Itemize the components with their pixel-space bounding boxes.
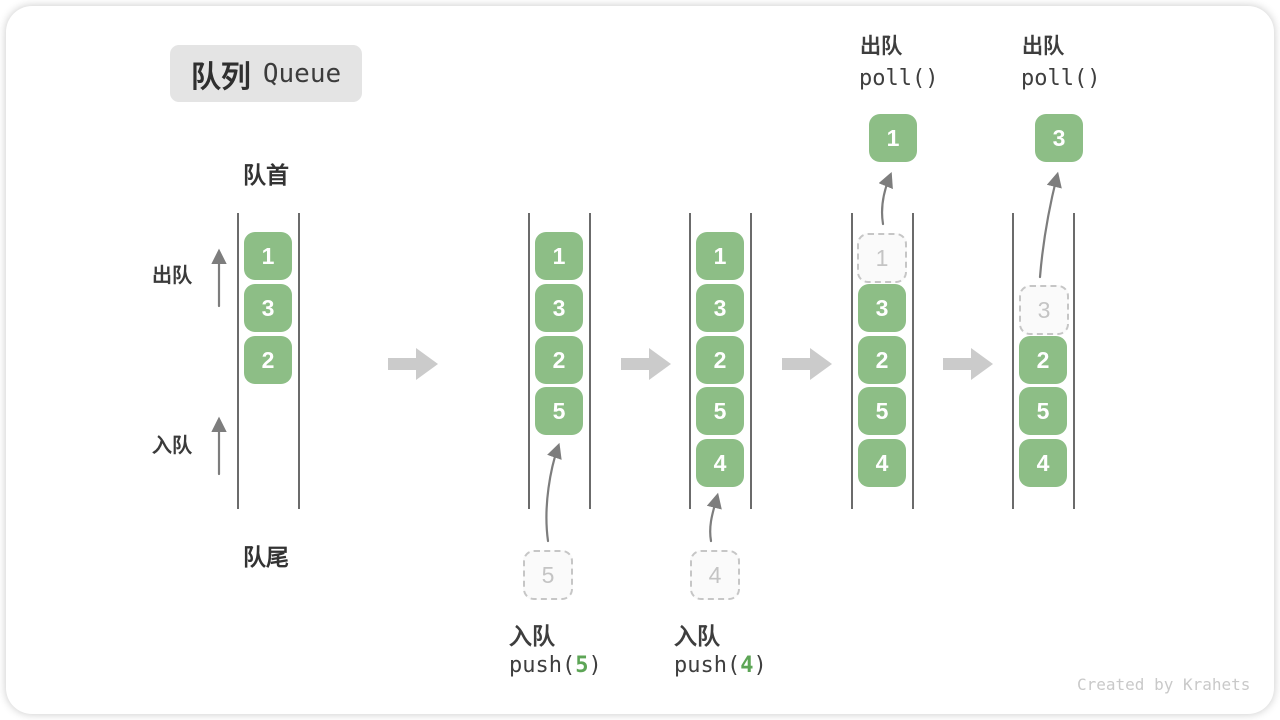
queue-cell: 5	[858, 387, 906, 435]
title-badge: 队列 Queue	[170, 45, 362, 102]
code-text: )	[753, 653, 767, 678]
removed-cell: 3	[1019, 285, 1069, 335]
dequeue-op-label: 出队	[1022, 35, 1064, 58]
polled-cell: 1	[869, 114, 917, 162]
pending-cell: 5	[523, 550, 573, 600]
next-state-arrow-icon	[388, 348, 438, 380]
queue-cell: 5	[535, 387, 583, 435]
title-en: Queue	[262, 58, 342, 89]
queue-cell: 5	[1019, 387, 1067, 435]
code-arg: 4	[740, 653, 754, 678]
polled-cell: 3	[1035, 114, 1083, 162]
queue-wall-left	[1012, 213, 1014, 509]
queue-wall-right	[589, 213, 591, 509]
code-text: )	[588, 653, 602, 678]
enqueue-op-label: 入队	[674, 623, 720, 649]
queue-cell: 4	[1019, 439, 1067, 487]
queue-cell: 4	[858, 439, 906, 487]
queue-cell: 1	[535, 232, 583, 280]
code-text: push(	[674, 653, 741, 678]
removed-cell: 1	[857, 233, 907, 283]
next-state-arrow-icon	[943, 348, 993, 380]
queue-wall-right	[1073, 213, 1075, 509]
code-arg: 5	[575, 653, 589, 678]
queue-cell: 4	[696, 439, 744, 487]
enqueue-op-label: 入队	[509, 623, 555, 649]
dequeue-op-label: 出队	[860, 35, 902, 58]
queue-cell: 1	[244, 232, 292, 280]
queue-cell: 1	[696, 232, 744, 280]
queue-wall-left	[237, 213, 239, 509]
queue-cell: 2	[535, 336, 583, 384]
label-queue-front: 队首	[243, 162, 289, 188]
queue-wall-right	[298, 213, 300, 509]
queue-cell: 2	[1019, 336, 1067, 384]
enqueue-op-code: push(4)	[674, 653, 767, 678]
watermark: Created by Krahets	[1077, 675, 1251, 694]
queue-cell: 3	[696, 284, 744, 332]
queue-cell: 2	[244, 336, 292, 384]
queue-wall-left	[851, 213, 853, 509]
queue-cell: 2	[696, 336, 744, 384]
code-text: push(	[509, 653, 576, 678]
queue-cell: 5	[696, 387, 744, 435]
dequeue-op-code: poll()	[859, 66, 939, 91]
next-state-arrow-icon	[782, 348, 832, 380]
queue-wall-right	[750, 213, 752, 509]
next-state-arrow-icon	[621, 348, 671, 380]
pending-cell: 4	[690, 550, 740, 600]
label-dequeue-side: 出队	[152, 265, 192, 287]
queue-wall-right	[912, 213, 914, 509]
label-enqueue-side: 入队	[152, 435, 192, 457]
label-queue-rear: 队尾	[243, 544, 289, 570]
queue-cell: 2	[858, 336, 906, 384]
queue-cell: 3	[535, 284, 583, 332]
queue-cell: 3	[858, 284, 906, 332]
enqueue-op-code: push(5)	[509, 653, 602, 678]
queue-wall-left	[689, 213, 691, 509]
queue-cell: 3	[244, 284, 292, 332]
dequeue-op-code: poll()	[1021, 66, 1101, 91]
queue-wall-left	[528, 213, 530, 509]
title-zh: 队列	[190, 60, 251, 94]
